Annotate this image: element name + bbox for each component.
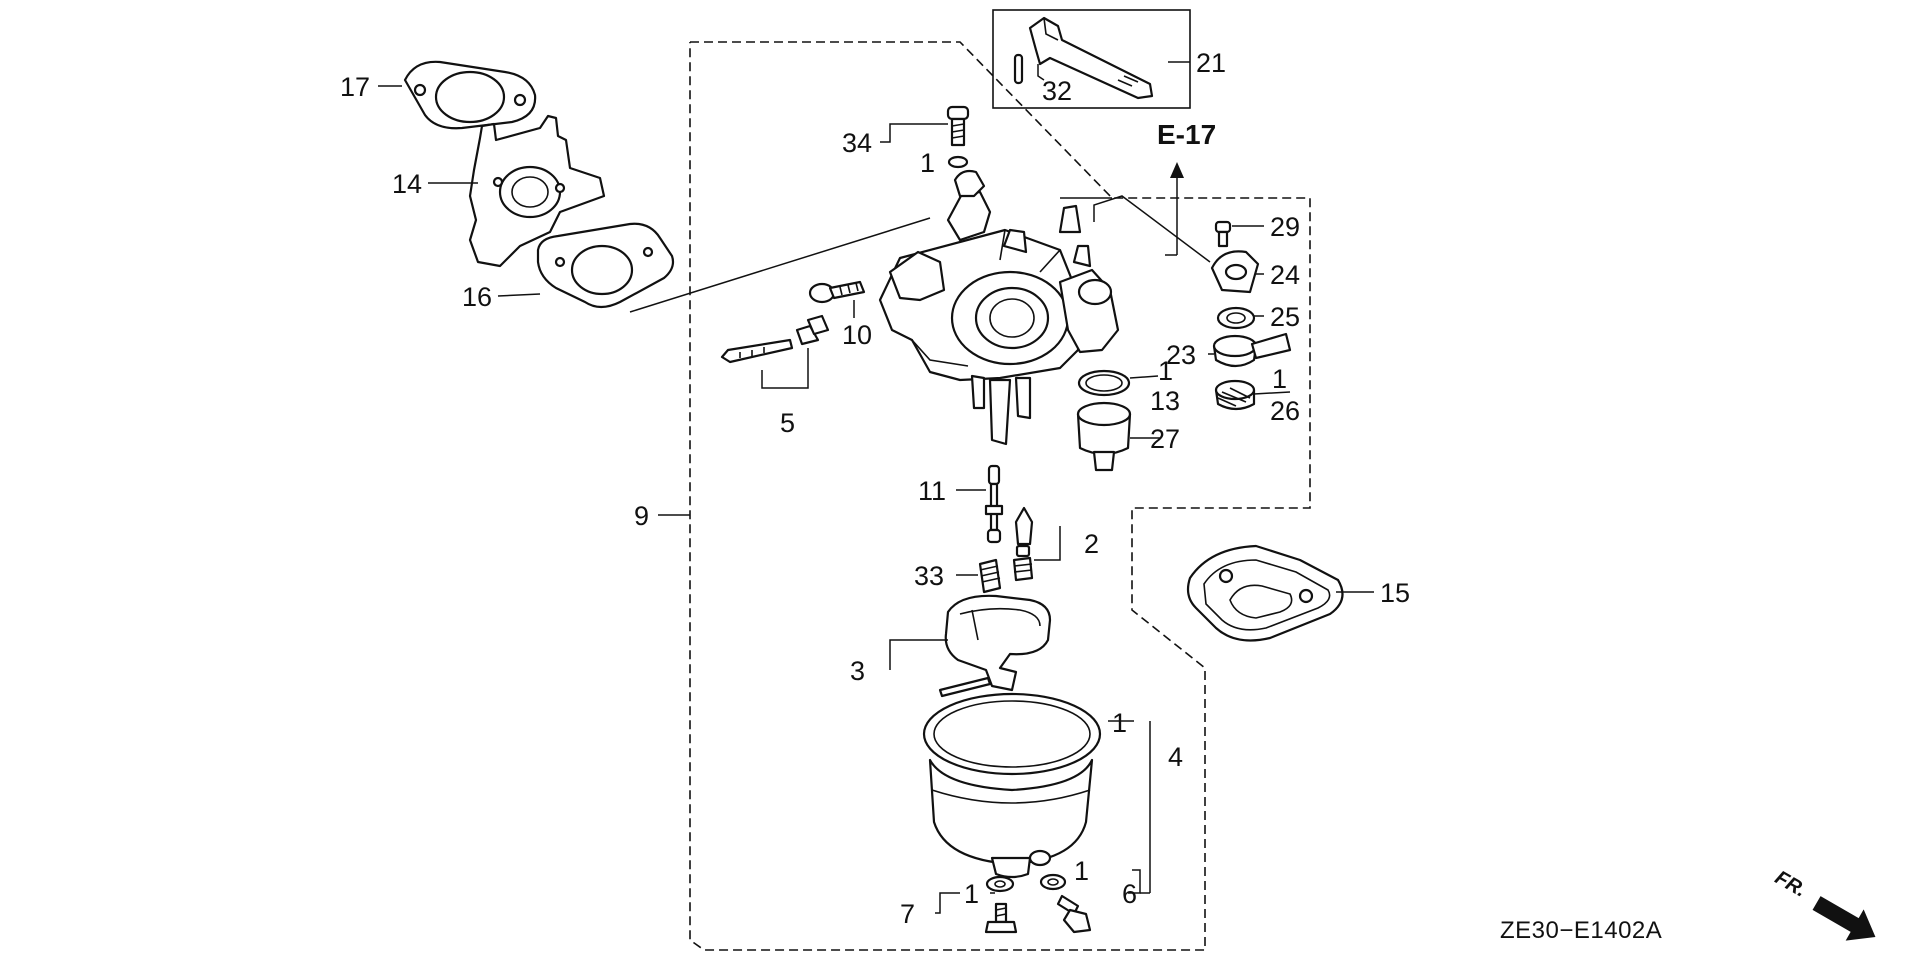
callout-16: 16: [462, 282, 492, 312]
e17-label: E-17: [1157, 119, 1216, 150]
leader-lines: [378, 61, 1374, 914]
callout-labels: 17 14 16 21 32 34 1 E-17 29 24 25 23 1 2…: [340, 48, 1410, 929]
callout-17: 17: [340, 72, 370, 102]
insulator-14: [468, 114, 606, 268]
callout-1-bowl: 1: [1112, 708, 1127, 738]
jet-27: [1076, 401, 1132, 472]
callout-32: 32: [1042, 76, 1072, 106]
spring-33: [978, 558, 1002, 594]
gasket-15: [1186, 544, 1344, 642]
callout-29: 29: [1270, 212, 1300, 242]
pilot-screw-assembly: [720, 314, 830, 364]
callout-4: 4: [1168, 742, 1183, 772]
callout-1-26: 1: [1272, 364, 1287, 394]
front-direction-arrow: [1812, 896, 1876, 941]
screw-29: [1214, 220, 1232, 248]
needle-11: [984, 464, 1004, 544]
callout-3: 3: [850, 656, 865, 686]
seal-25: [1216, 306, 1256, 330]
callout-6: 6: [1122, 879, 1137, 909]
gasket-17: [403, 60, 537, 130]
callout-27: 27: [1150, 424, 1180, 454]
lever-box: [992, 9, 1191, 109]
front-direction-label: FR.: [1771, 867, 1810, 902]
callout-14: 14: [392, 169, 422, 199]
assembly-outline: [689, 41, 1311, 951]
throttle-lever: [1028, 16, 1154, 100]
callout-23: 23: [1166, 340, 1196, 370]
gasket-16: [536, 222, 675, 309]
bolt-6: [1056, 894, 1092, 934]
oring-13: [1077, 369, 1131, 397]
float-3: [944, 594, 1052, 692]
callout-25: 25: [1270, 302, 1300, 332]
float-bowl-4: [922, 692, 1102, 879]
gasket-to-body-line: [629, 217, 931, 313]
carburetor-body: [878, 169, 1120, 446]
callout-24: 24: [1270, 260, 1300, 290]
screw-10: [808, 280, 866, 304]
filter-26: [1214, 379, 1256, 411]
cover-24: [1210, 250, 1260, 294]
callout-7: 7: [900, 899, 915, 929]
screw-34: [946, 105, 970, 169]
diagram-reference-code: ZE30−E1402A: [1500, 917, 1662, 944]
callout-15: 15: [1380, 578, 1410, 608]
bolt-7: [984, 902, 1018, 934]
callout-1-7: 1: [964, 879, 979, 909]
callout-26: 26: [1270, 396, 1300, 426]
callout-5: 5: [780, 408, 795, 438]
callout-13: 13: [1150, 386, 1180, 416]
float-pin: [938, 676, 992, 698]
valve-23: [1212, 332, 1292, 368]
callout-1-top: 1: [920, 148, 935, 178]
callout-11: 11: [918, 476, 946, 506]
lever-pin: [1013, 53, 1024, 85]
e17-reference-arrow: [1165, 162, 1184, 256]
float-valve-2: [1012, 506, 1034, 582]
body-to-lever-line: [1093, 195, 1211, 263]
callout-2: 2: [1084, 529, 1099, 559]
callout-33: 33: [914, 561, 944, 591]
callout-1-6: 1: [1074, 856, 1089, 886]
callout-1-13: 1: [1158, 356, 1173, 386]
washer-6: [1039, 873, 1067, 891]
callout-10: 10: [842, 320, 872, 350]
callout-34: 34: [842, 128, 872, 158]
callout-9: 9: [634, 501, 649, 531]
callout-21: 21: [1196, 48, 1226, 78]
washer-7: [985, 875, 1015, 893]
